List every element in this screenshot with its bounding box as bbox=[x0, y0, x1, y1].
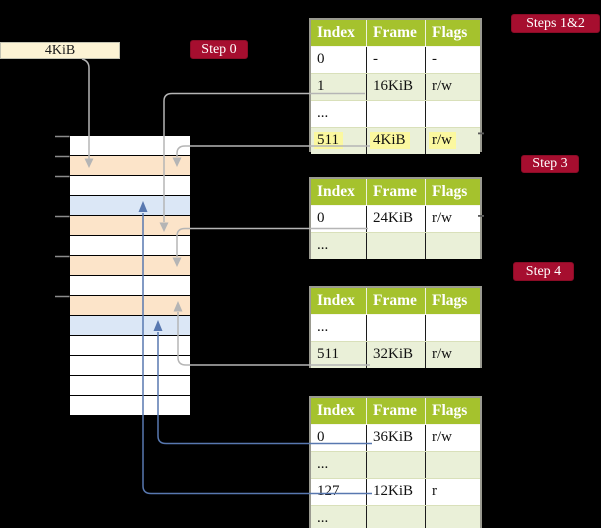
memory-row bbox=[70, 156, 190, 175]
cell-frame bbox=[367, 101, 426, 127]
cell-frame bbox=[367, 452, 426, 478]
column-header-flags: Flags bbox=[432, 183, 468, 200]
badge-step-3: Step 3 bbox=[521, 155, 579, 173]
cell-index: 0 bbox=[311, 206, 367, 232]
table-row: 127 12KiB r bbox=[311, 478, 480, 505]
cell-frame: 12KiB bbox=[367, 479, 426, 505]
cell-frame: 16KiB bbox=[367, 74, 426, 100]
cell-index: 0 bbox=[311, 47, 367, 73]
cell-index: 0 bbox=[311, 425, 367, 451]
page-table-2: Index Frame Flags 0 24KiB r/w ... bbox=[309, 177, 482, 259]
memory-row bbox=[70, 336, 190, 355]
memory-row bbox=[70, 216, 190, 235]
size-label-4kib: 4KiB bbox=[0, 42, 120, 59]
table-row: ... bbox=[311, 100, 480, 127]
memory-row bbox=[70, 316, 190, 335]
column-header-index: Index bbox=[311, 20, 367, 46]
cell-flags: r/w bbox=[432, 429, 452, 445]
column-header-index: Index bbox=[311, 288, 367, 314]
table-row: 0 24KiB r/w bbox=[311, 205, 480, 232]
highlight: r/w bbox=[429, 132, 456, 149]
table-row: 511 32KiB r/w bbox=[311, 341, 480, 368]
column-header-flags: Flags bbox=[432, 24, 468, 41]
cell-index: ... bbox=[311, 452, 367, 478]
cell-index: 511 bbox=[311, 128, 367, 154]
table-header-row: Index Frame Flags bbox=[311, 179, 480, 205]
table-header-row: Index Frame Flags bbox=[311, 20, 480, 46]
memory-row bbox=[70, 276, 190, 295]
table-row: ... bbox=[311, 232, 480, 259]
column-header-flags: Flags bbox=[432, 402, 468, 419]
cell-index: 1 bbox=[311, 74, 367, 100]
cell-index: ... bbox=[311, 233, 367, 259]
badge-steps-1-2: Steps 1&2 bbox=[511, 14, 600, 33]
badge-step-4: Step 4 bbox=[513, 262, 574, 281]
memory-row bbox=[70, 136, 190, 155]
badge-step-0: Step 0 bbox=[190, 40, 248, 59]
memory-row bbox=[70, 256, 190, 275]
column-header-flags: Flags bbox=[432, 292, 468, 309]
cell-flags: r/w bbox=[432, 346, 452, 362]
cell-flags: r bbox=[432, 483, 437, 499]
cell-flags: r/w bbox=[432, 78, 452, 94]
table-header-row: Index Frame Flags bbox=[311, 398, 480, 424]
cell-frame: 36KiB bbox=[367, 425, 426, 451]
physical-memory-column bbox=[70, 136, 190, 416]
cell-flags: - bbox=[432, 51, 437, 67]
memory-row bbox=[70, 196, 190, 215]
cell-frame bbox=[367, 506, 426, 528]
cell-frame: 4KiB bbox=[367, 128, 426, 154]
memory-row bbox=[70, 236, 190, 255]
page-table-1: Index Frame Flags 0 - - 1 16KiB r/w ... … bbox=[309, 18, 482, 154]
cell-frame bbox=[367, 315, 426, 341]
cell-flags bbox=[426, 233, 480, 259]
table-row-highlighted: 511 4KiB r/w bbox=[311, 127, 480, 154]
column-header-frame: Frame bbox=[367, 288, 426, 314]
memory-tick-marks bbox=[55, 135, 70, 298]
cell-index: ... bbox=[311, 315, 367, 341]
cell-flags bbox=[426, 315, 480, 341]
table-row: ... bbox=[311, 505, 480, 528]
memory-row bbox=[70, 396, 190, 415]
highlight: 4KiB bbox=[370, 132, 410, 149]
cell-frame: - bbox=[367, 47, 426, 73]
cell-flags: r/w bbox=[432, 210, 452, 226]
page-table-3: Index Frame Flags ... 511 32KiB r/w bbox=[309, 286, 482, 368]
column-header-frame: Frame bbox=[367, 179, 426, 205]
column-header-frame: Frame bbox=[367, 20, 426, 46]
page-table-4: Index Frame Flags 0 36KiB r/w ... 127 12… bbox=[309, 396, 482, 528]
cell-flags bbox=[426, 452, 480, 478]
cell-flags bbox=[426, 506, 480, 528]
memory-row bbox=[70, 296, 190, 315]
cell-index: 511 bbox=[311, 342, 367, 368]
cell-index: ... bbox=[311, 506, 367, 528]
table-header-row: Index Frame Flags bbox=[311, 288, 480, 314]
table-row: 0 36KiB r/w bbox=[311, 424, 480, 451]
cell-flags bbox=[426, 101, 480, 127]
memory-row bbox=[70, 356, 190, 375]
highlight: 511 bbox=[314, 132, 343, 149]
table-row: 1 16KiB r/w bbox=[311, 73, 480, 100]
cell-index: 127 bbox=[311, 479, 367, 505]
cell-flags: r/w bbox=[426, 128, 480, 154]
cell-index: ... bbox=[311, 101, 367, 127]
cell-frame bbox=[367, 233, 426, 259]
table-row: 0 - - bbox=[311, 46, 480, 73]
memory-row bbox=[70, 376, 190, 395]
column-header-index: Index bbox=[311, 398, 367, 424]
column-header-frame: Frame bbox=[367, 398, 426, 424]
table-row: ... bbox=[311, 451, 480, 478]
cell-frame: 24KiB bbox=[367, 206, 426, 232]
cell-frame: 32KiB bbox=[367, 342, 426, 368]
memory-row bbox=[70, 176, 190, 195]
table-row: ... bbox=[311, 314, 480, 341]
column-header-index: Index bbox=[311, 179, 367, 205]
